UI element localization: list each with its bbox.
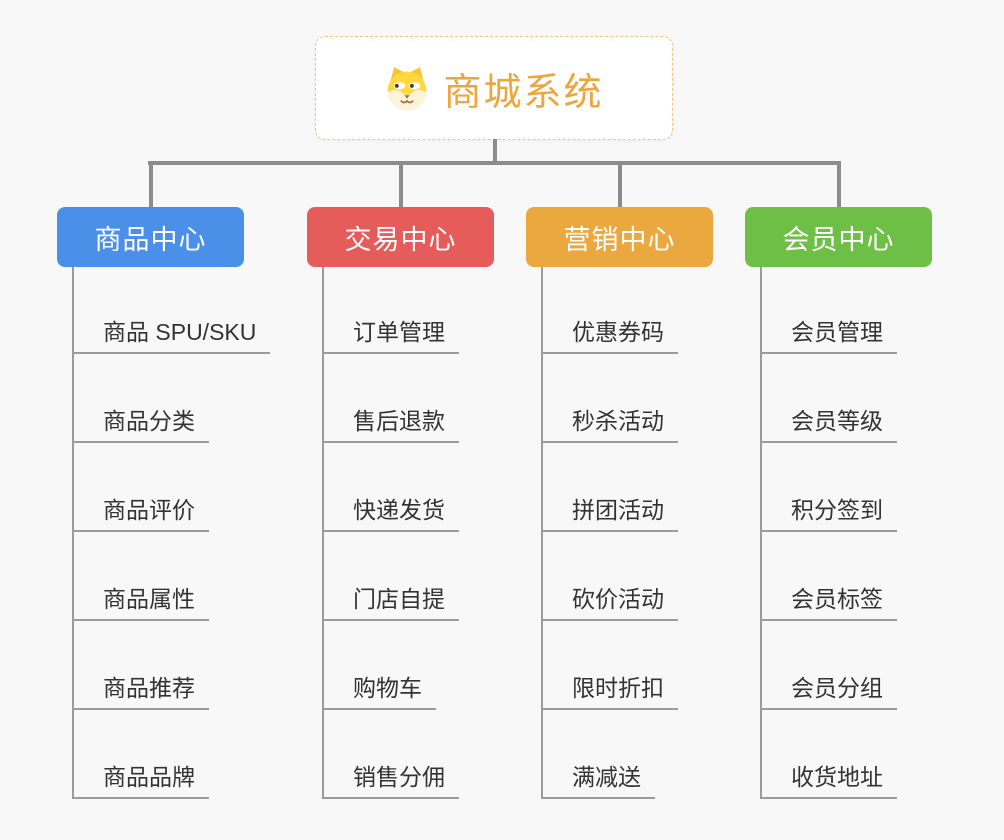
child-node[interactable]: 商品推荐 (72, 674, 209, 710)
connector-drop-line (617, 161, 622, 208)
branch-node[interactable]: 交易中心 (307, 207, 494, 267)
connector-drop-line (148, 161, 153, 208)
branch-node-label: 营销中心 (563, 224, 676, 255)
connector-drop-line (836, 161, 841, 208)
connector-horizontal-bar (148, 161, 841, 165)
child-node[interactable]: 满减送 (541, 763, 655, 799)
child-node[interactable]: 会员管理 (760, 318, 897, 354)
connector-drop-line (398, 161, 403, 208)
child-node[interactable]: 限时折扣 (541, 674, 678, 710)
child-node[interactable]: 门店自提 (322, 585, 459, 621)
branch-node-label: 交易中心 (344, 224, 457, 255)
branch-node[interactable]: 营销中心 (526, 207, 713, 267)
child-node[interactable]: 购物车 (322, 674, 436, 710)
branch-spine-line (72, 267, 74, 799)
child-node[interactable]: 会员分组 (760, 674, 897, 710)
child-node[interactable]: 会员等级 (760, 407, 897, 443)
child-node[interactable]: 收货地址 (760, 763, 897, 799)
connector-root-stem (493, 139, 497, 165)
child-node[interactable]: 砍价活动 (541, 585, 678, 621)
child-node[interactable]: 商品分类 (72, 407, 209, 443)
child-node[interactable]: 售后退款 (322, 407, 459, 443)
branch-node-label: 商品中心 (94, 224, 207, 255)
branch-node[interactable]: 商品中心 (57, 207, 244, 267)
dog-face-icon (388, 67, 427, 111)
child-node[interactable]: 商品品牌 (72, 763, 209, 799)
branch-spine-line (322, 267, 324, 799)
branch-spine-line (760, 267, 762, 799)
branch-node[interactable]: 会员中心 (745, 207, 932, 267)
branch-spine-line (541, 267, 543, 799)
child-node[interactable]: 商品 SPU/SKU (72, 318, 271, 354)
root-node-label: 商城系统 (443, 71, 604, 114)
child-node[interactable]: 会员标签 (760, 585, 897, 621)
branch-node-label: 会员中心 (782, 224, 895, 255)
child-node[interactable]: 秒杀活动 (541, 407, 678, 443)
child-node[interactable]: 积分签到 (760, 496, 897, 532)
child-node[interactable]: 订单管理 (322, 318, 459, 354)
child-node[interactable]: 销售分佣 (322, 763, 459, 799)
child-node[interactable]: 商品属性 (72, 585, 209, 621)
child-node[interactable]: 拼团活动 (541, 496, 678, 532)
child-node[interactable]: 商品评价 (72, 496, 209, 532)
child-node[interactable]: 快递发货 (322, 496, 459, 532)
child-node[interactable]: 优惠券码 (541, 318, 678, 354)
root-node-mall-system[interactable]: 商城系统 (315, 36, 673, 140)
